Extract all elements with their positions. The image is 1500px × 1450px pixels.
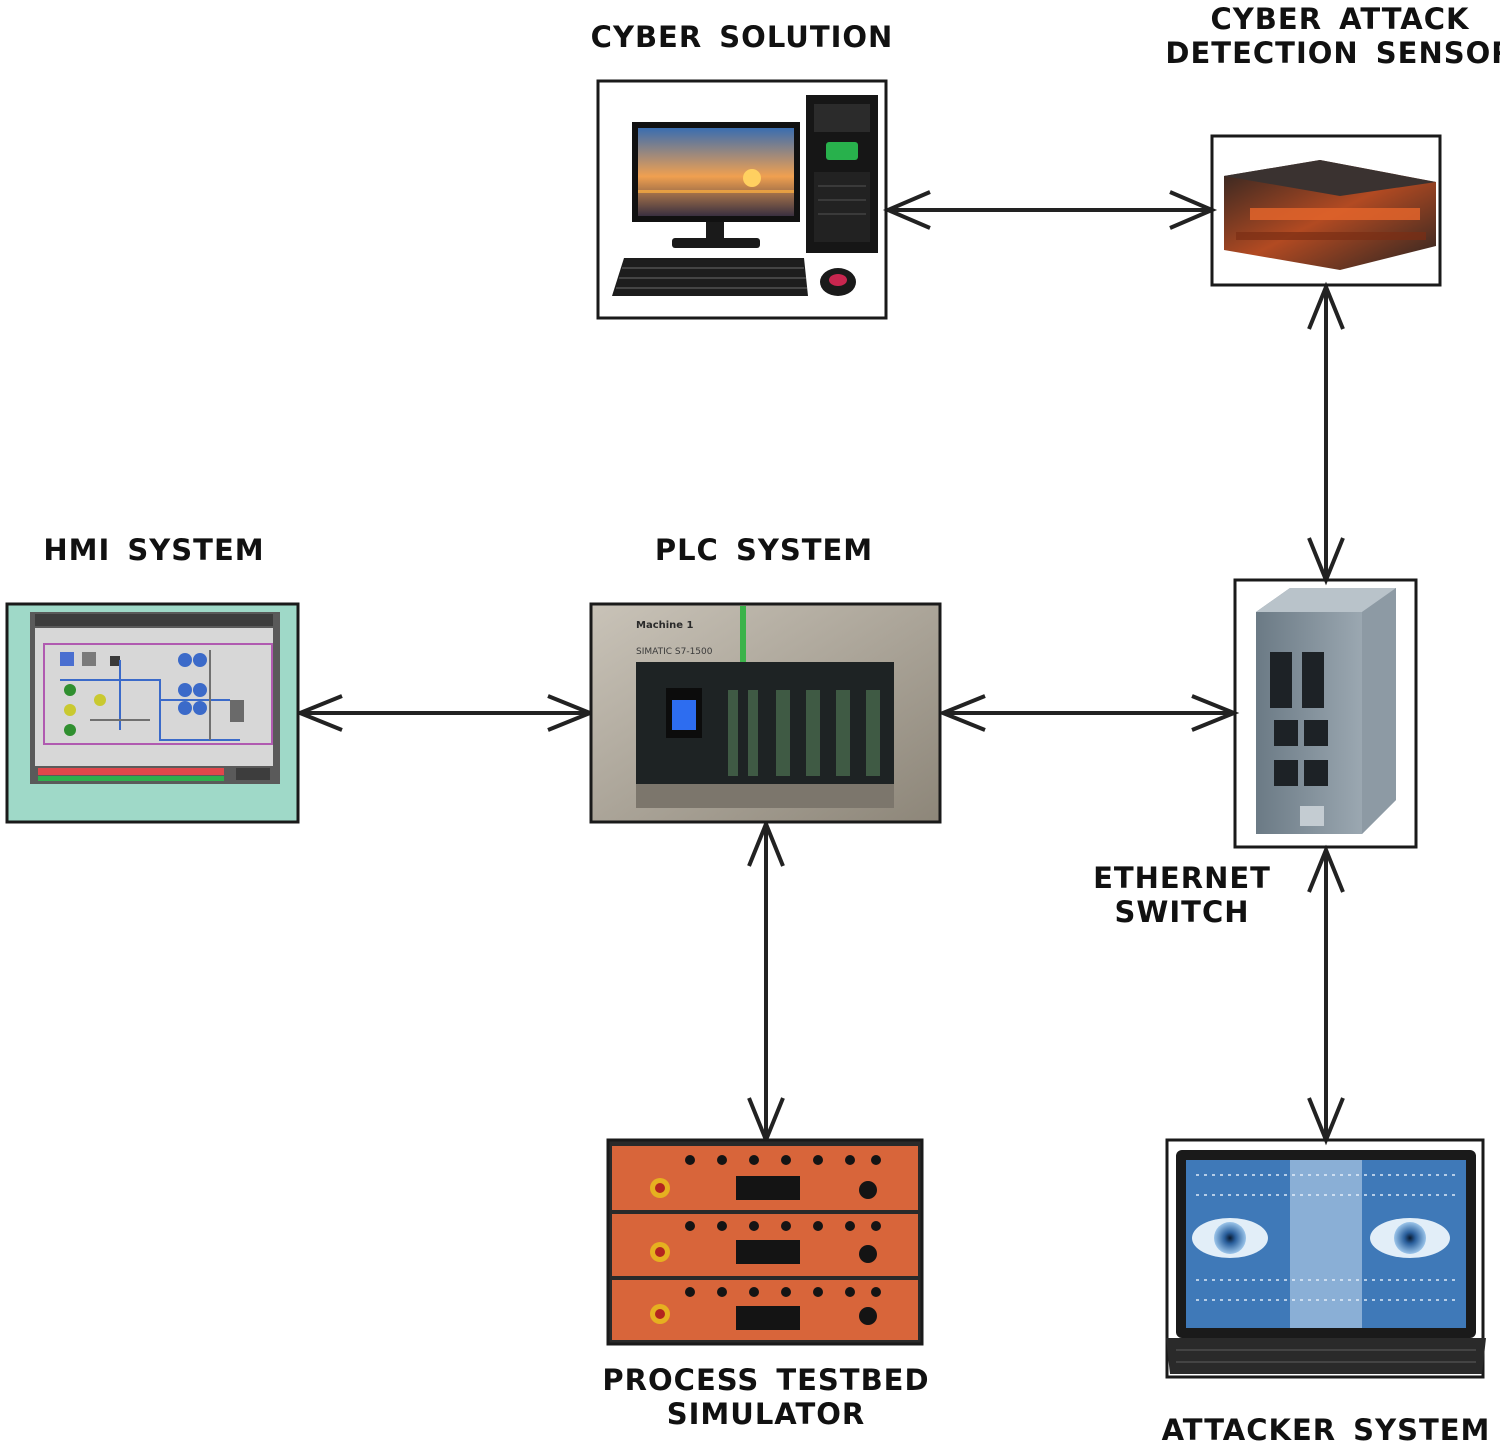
cyber-solution-node <box>596 79 888 320</box>
plc-model-text: SIMATIC S7-1500 <box>636 647 713 657</box>
connection-hmi-plc <box>294 694 596 732</box>
hmi-screen-icon <box>30 612 280 784</box>
desktop-monitor-icon <box>632 122 800 248</box>
eye-icon-left <box>1192 1218 1268 1258</box>
keyboard-icon <box>612 258 808 296</box>
mouse-icon <box>820 268 856 296</box>
plc-node: Machine 1 SIMATIC S7-1500 <box>589 602 942 824</box>
sensor-device-icon <box>1224 160 1436 270</box>
testbed-node <box>606 1138 924 1346</box>
hmi-node <box>5 602 300 824</box>
eye-icon-right <box>1370 1218 1450 1258</box>
sensor-label-line2: DETECTION SENSOR <box>1165 36 1500 70</box>
connection-switch-attacker <box>1307 844 1345 1146</box>
connection-sensor-switch <box>1307 281 1345 586</box>
connection-cyber-solution-sensor <box>882 190 1218 230</box>
ethernet-switch-icon <box>1256 588 1396 834</box>
switch-node <box>1233 578 1418 849</box>
attacker-label: ATTACKER SYSTEM <box>1162 1413 1491 1447</box>
laptop-icon <box>1166 1150 1486 1374</box>
hmi-label: HMI SYSTEM <box>43 533 264 567</box>
desktop-tower-icon <box>806 95 878 253</box>
testbed-label-line1: PROCESS TESTBED <box>602 1363 929 1397</box>
switch-label-line2: SWITCH <box>1115 895 1250 929</box>
detection-sensor-node <box>1210 134 1442 287</box>
cyber-solution-label: CYBER SOLUTION <box>591 20 894 54</box>
sensor-label-line1: CYBER ATTACK <box>1211 2 1471 36</box>
plc-rack-icon <box>636 662 894 808</box>
testbed-label-line2: SIMULATOR <box>667 1397 866 1431</box>
plc-machine-text: Machine 1 <box>636 620 694 631</box>
switch-label-line1: ETHERNET <box>1093 861 1271 895</box>
attacker-node <box>1165 1138 1486 1379</box>
testbed-rack-icon <box>612 1146 918 1340</box>
connection-plc-switch <box>937 694 1240 732</box>
plc-label: PLC SYSTEM <box>655 533 873 567</box>
connection-plc-testbed <box>747 818 785 1146</box>
